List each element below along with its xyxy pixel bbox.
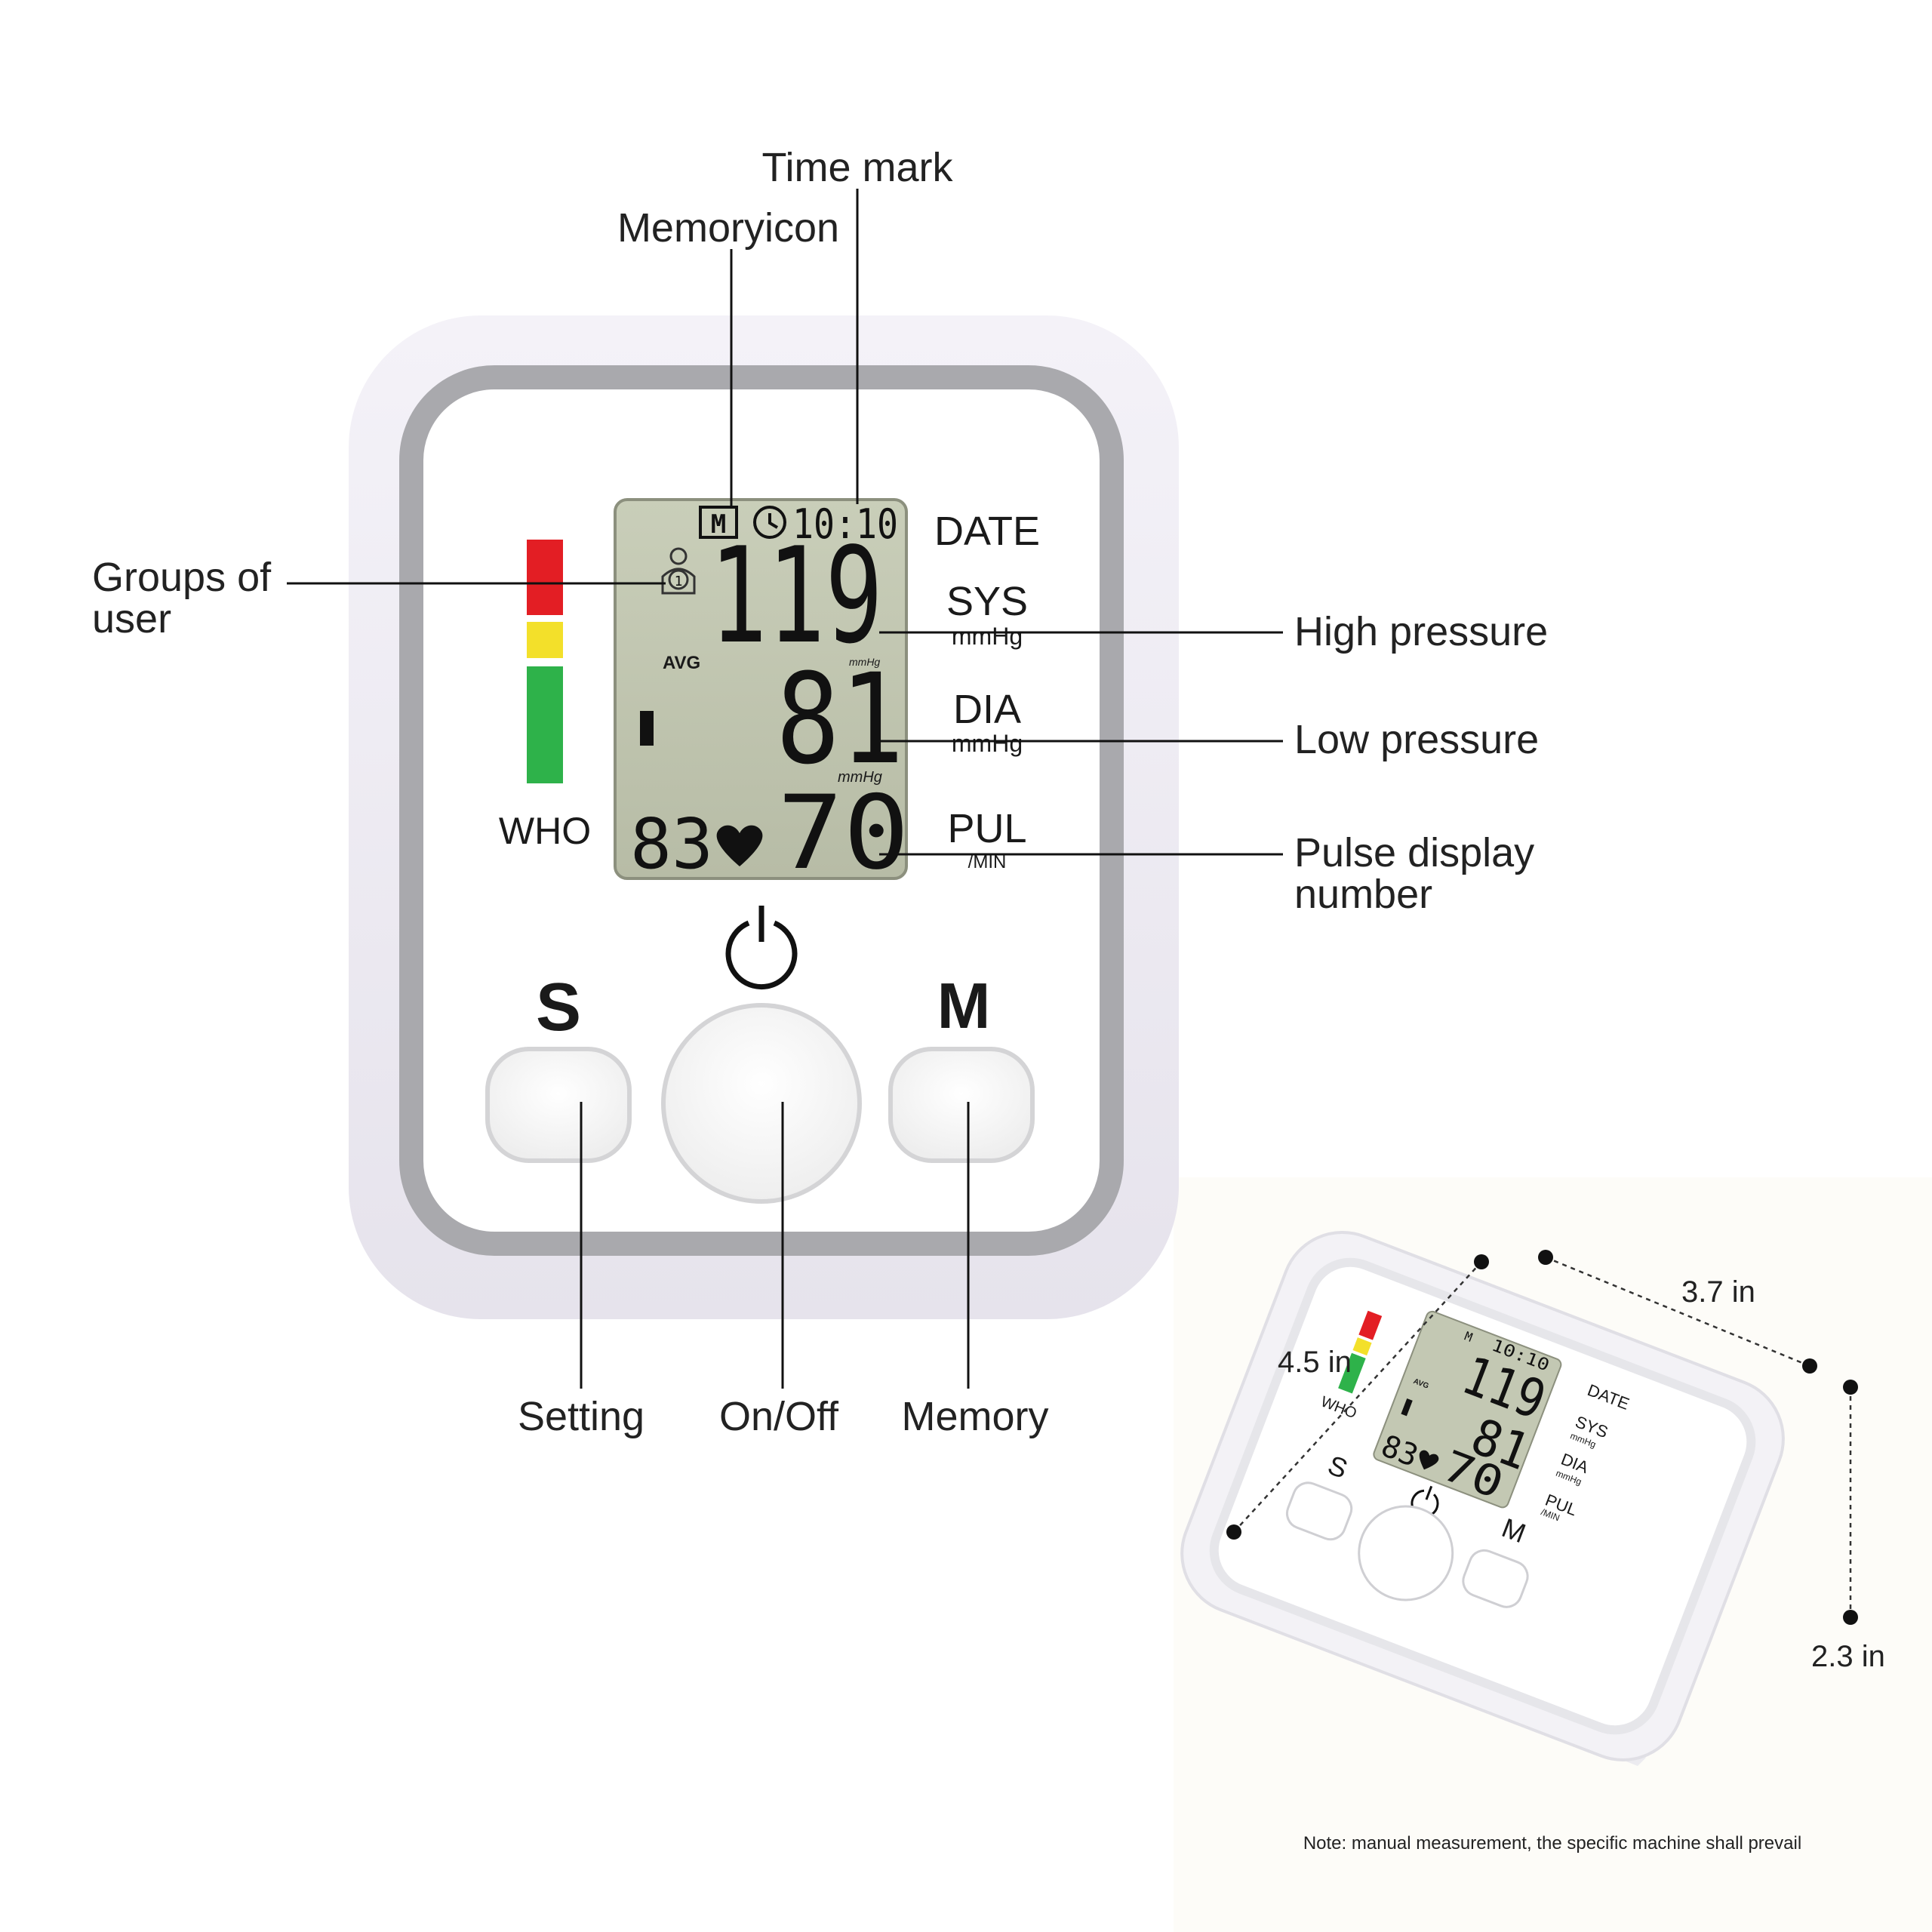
heart-icon: [716, 825, 763, 866]
mini-who-green: [1338, 1352, 1366, 1394]
mini-lcd-segment: [1401, 1398, 1413, 1417]
mini-power-button: [1358, 1505, 1454, 1601]
lcd-memory-count: 83: [630, 804, 713, 884]
lcd-dia-value: 81: [776, 647, 904, 792]
power-icon: [725, 906, 798, 990]
memory-badge-frame: [699, 506, 738, 539]
mini-who-yellow: [1352, 1337, 1372, 1356]
power-button[interactable]: [661, 1003, 862, 1204]
lcd-pulse-value: 70: [777, 774, 909, 892]
width-dimension: 3.7 in: [1681, 1275, 1755, 1309]
mini-memory-button: [1462, 1549, 1529, 1608]
high-pressure-callout: High pressure: [1294, 609, 1548, 654]
length-dimension-line: [1233, 1261, 1482, 1533]
measurement-note: Note: manual measurement, the specific m…: [1303, 1833, 1801, 1854]
groups-of-user-callout-1: Groups of: [92, 555, 272, 600]
memory-button[interactable]: [888, 1047, 1035, 1163]
callout-lines: [287, 189, 1283, 1389]
memory-callout: Memory: [901, 1394, 1048, 1439]
lcd-unit-upper: mmHg: [849, 656, 880, 668]
lcd-sys-value: 119: [709, 520, 883, 673]
user-group-icon: 1: [661, 547, 696, 595]
who-yellow-bar: [527, 622, 563, 658]
device-front: WHO M 10:10 1 119 AVG mmHg 81 mmHg 83: [349, 315, 1179, 1319]
memory-badge: M: [711, 509, 726, 540]
clock-icon: [753, 506, 786, 539]
who-label: WHO: [499, 810, 591, 852]
dia-label: DIA: [953, 687, 1021, 732]
lcd-indicator-segment: [640, 711, 654, 746]
pul-label: PUL: [947, 806, 1026, 851]
time-mark-callout: Time mark: [762, 145, 954, 190]
sys-label: SYS: [946, 579, 1028, 624]
width-dimension-line: [1545, 1256, 1810, 1367]
who-green-bar: [527, 666, 563, 783]
low-pressure-callout: Low pressure: [1294, 717, 1539, 762]
user-number: 1: [675, 574, 683, 589]
m-button-letter: M: [937, 971, 991, 1042]
dia-unit-label: mmHg: [952, 730, 1023, 757]
sys-unit-label: mmHg: [952, 623, 1023, 650]
avg-label: AVG: [663, 653, 700, 673]
mini-who-red: [1358, 1310, 1383, 1340]
setting-button[interactable]: [485, 1047, 632, 1163]
lcd-time: 10:10: [792, 500, 898, 548]
who-red-bar: [527, 540, 563, 615]
dimension-endpoints: [1226, 1250, 1858, 1625]
s-button-letter: S: [536, 970, 581, 1045]
lcd-unit-lower: mmHg: [838, 769, 882, 786]
length-dimension: 4.5 in: [1278, 1346, 1352, 1379]
mini-heart-icon: [1419, 1450, 1439, 1470]
memory-icon-callout: Memoryicon: [617, 205, 839, 251]
setting-callout: Setting: [518, 1394, 645, 1439]
product-photo: WHO M 10:10 119 AVG 81 83 70 DATE SYS mm…: [1180, 1231, 1885, 1766]
pulse-callout-1: Pulse display: [1294, 830, 1534, 875]
height-dimension: 2.3 in: [1811, 1640, 1885, 1673]
dimension-lines: [1233, 1256, 1852, 1617]
on-off-callout: On/Off: [719, 1394, 839, 1439]
mini-setting-button: [1285, 1481, 1353, 1541]
date-label: DATE: [934, 509, 1040, 554]
pulse-callout-2: number: [1294, 872, 1432, 917]
groups-of-user-callout-2: user: [92, 596, 171, 641]
